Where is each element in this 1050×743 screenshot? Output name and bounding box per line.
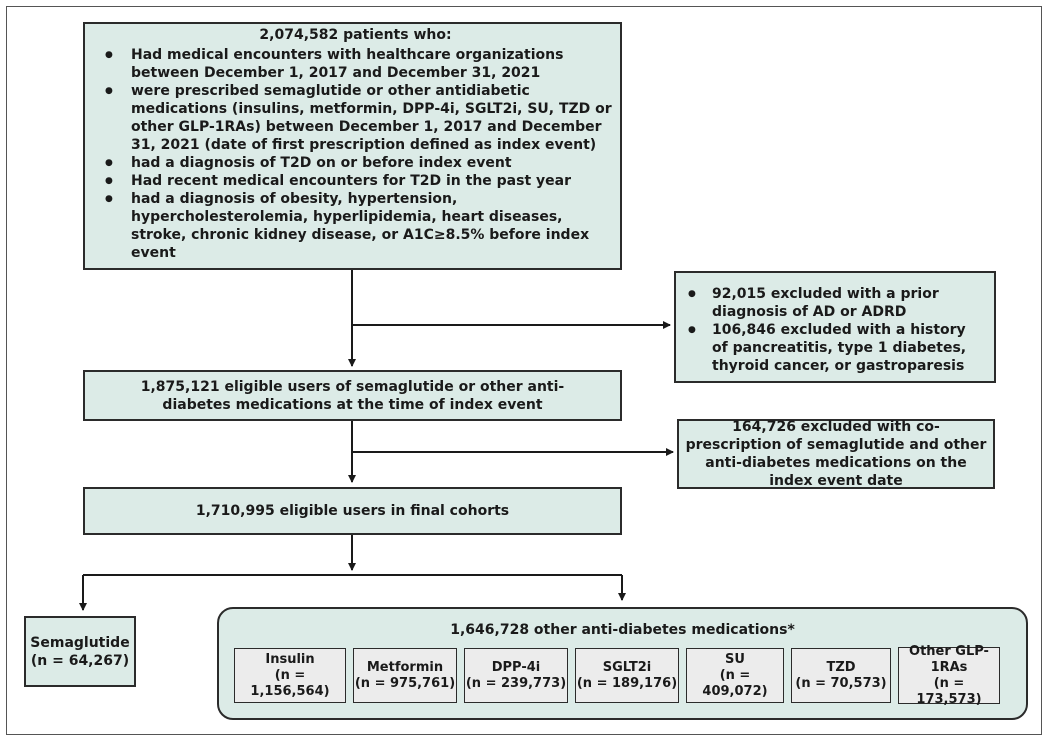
med-box-tzd: TZD (n = 70,573) <box>791 648 891 703</box>
med-count: (n = 409,072) <box>702 667 768 699</box>
final-cohort-text: 1,710,995 eligible users in final cohort… <box>195 503 510 519</box>
med-name: Metformin <box>366 659 444 675</box>
med-count: (n = 1,156,564) <box>250 667 330 699</box>
med-name: Insulin <box>265 651 315 667</box>
criteria-item: had a diagnosis of obesity, hypertension… <box>99 190 612 262</box>
med-box-insulin: Insulin (n = 1,156,564) <box>234 648 346 703</box>
med-count: (n = 189,176) <box>576 675 678 691</box>
med-count: (n = 239,773) <box>465 675 567 691</box>
med-name: TZD <box>826 659 856 675</box>
exclusion-2-text: 164,726 excluded with co-prescription of… <box>685 419 987 489</box>
semaglutide-count: (n = 64,267) <box>30 652 130 669</box>
final-cohort-box: 1,710,995 eligible users in final cohort… <box>83 487 622 535</box>
med-box-metformin: Metformin (n = 975,761) <box>353 648 457 703</box>
initial-cohort-title: 2,074,582 patients who: <box>259 27 452 43</box>
initial-cohort-box: 2,074,582 patients who: Had medical enco… <box>83 22 622 270</box>
semaglutide-label: Semaglutide <box>30 634 130 651</box>
med-name: DPP-4i <box>491 659 541 675</box>
exclusion-item: 92,015 excluded with a prior diagnosis o… <box>684 285 986 321</box>
inclusion-criteria-list: Had medical encounters with healthcare o… <box>99 46 612 262</box>
criteria-item: were prescribed semaglutide or other ant… <box>99 82 612 154</box>
exclusion-box-1: 92,015 excluded with a prior diagnosis o… <box>674 271 996 383</box>
med-name: Other GLP-1RAs <box>909 643 989 675</box>
med-box-su: SU (n = 409,072) <box>686 648 784 703</box>
semaglutide-box: Semaglutide (n = 64,267) <box>24 616 136 687</box>
eligible-users-text: 1,875,121 eligible users of semaglutide … <box>140 378 565 413</box>
med-count: (n = 975,761) <box>354 675 456 691</box>
eligible-users-box: 1,875,121 eligible users of semaglutide … <box>83 370 622 421</box>
med-box-other-glp1ras: Other GLP-1RAs (n = 173,573) <box>898 643 1000 707</box>
med-name: SU <box>725 651 745 667</box>
med-box-sglt2i: SGLT2i (n = 189,176) <box>575 648 679 703</box>
criteria-item: Had recent medical encounters for T2D in… <box>99 172 612 190</box>
criteria-item: had a diagnosis of T2D on or before inde… <box>99 154 612 172</box>
exclusion-item: 106,846 excluded with a history of pancr… <box>684 321 986 375</box>
med-name: SGLT2i <box>602 659 652 675</box>
med-count: (n = 70,573) <box>795 675 887 691</box>
med-box-dpp4i: DPP-4i (n = 239,773) <box>464 648 568 703</box>
criteria-item: Had medical encounters with healthcare o… <box>99 46 612 82</box>
figure-frame <box>6 6 1042 735</box>
exclusion-box-2: 164,726 excluded with co-prescription of… <box>677 419 995 489</box>
med-count: (n = 173,573) <box>916 675 982 707</box>
other-meds-title: 1,646,728 other anti-diabetes medication… <box>450 622 795 638</box>
exclusion-list: 92,015 excluded with a prior diagnosis o… <box>684 285 986 375</box>
